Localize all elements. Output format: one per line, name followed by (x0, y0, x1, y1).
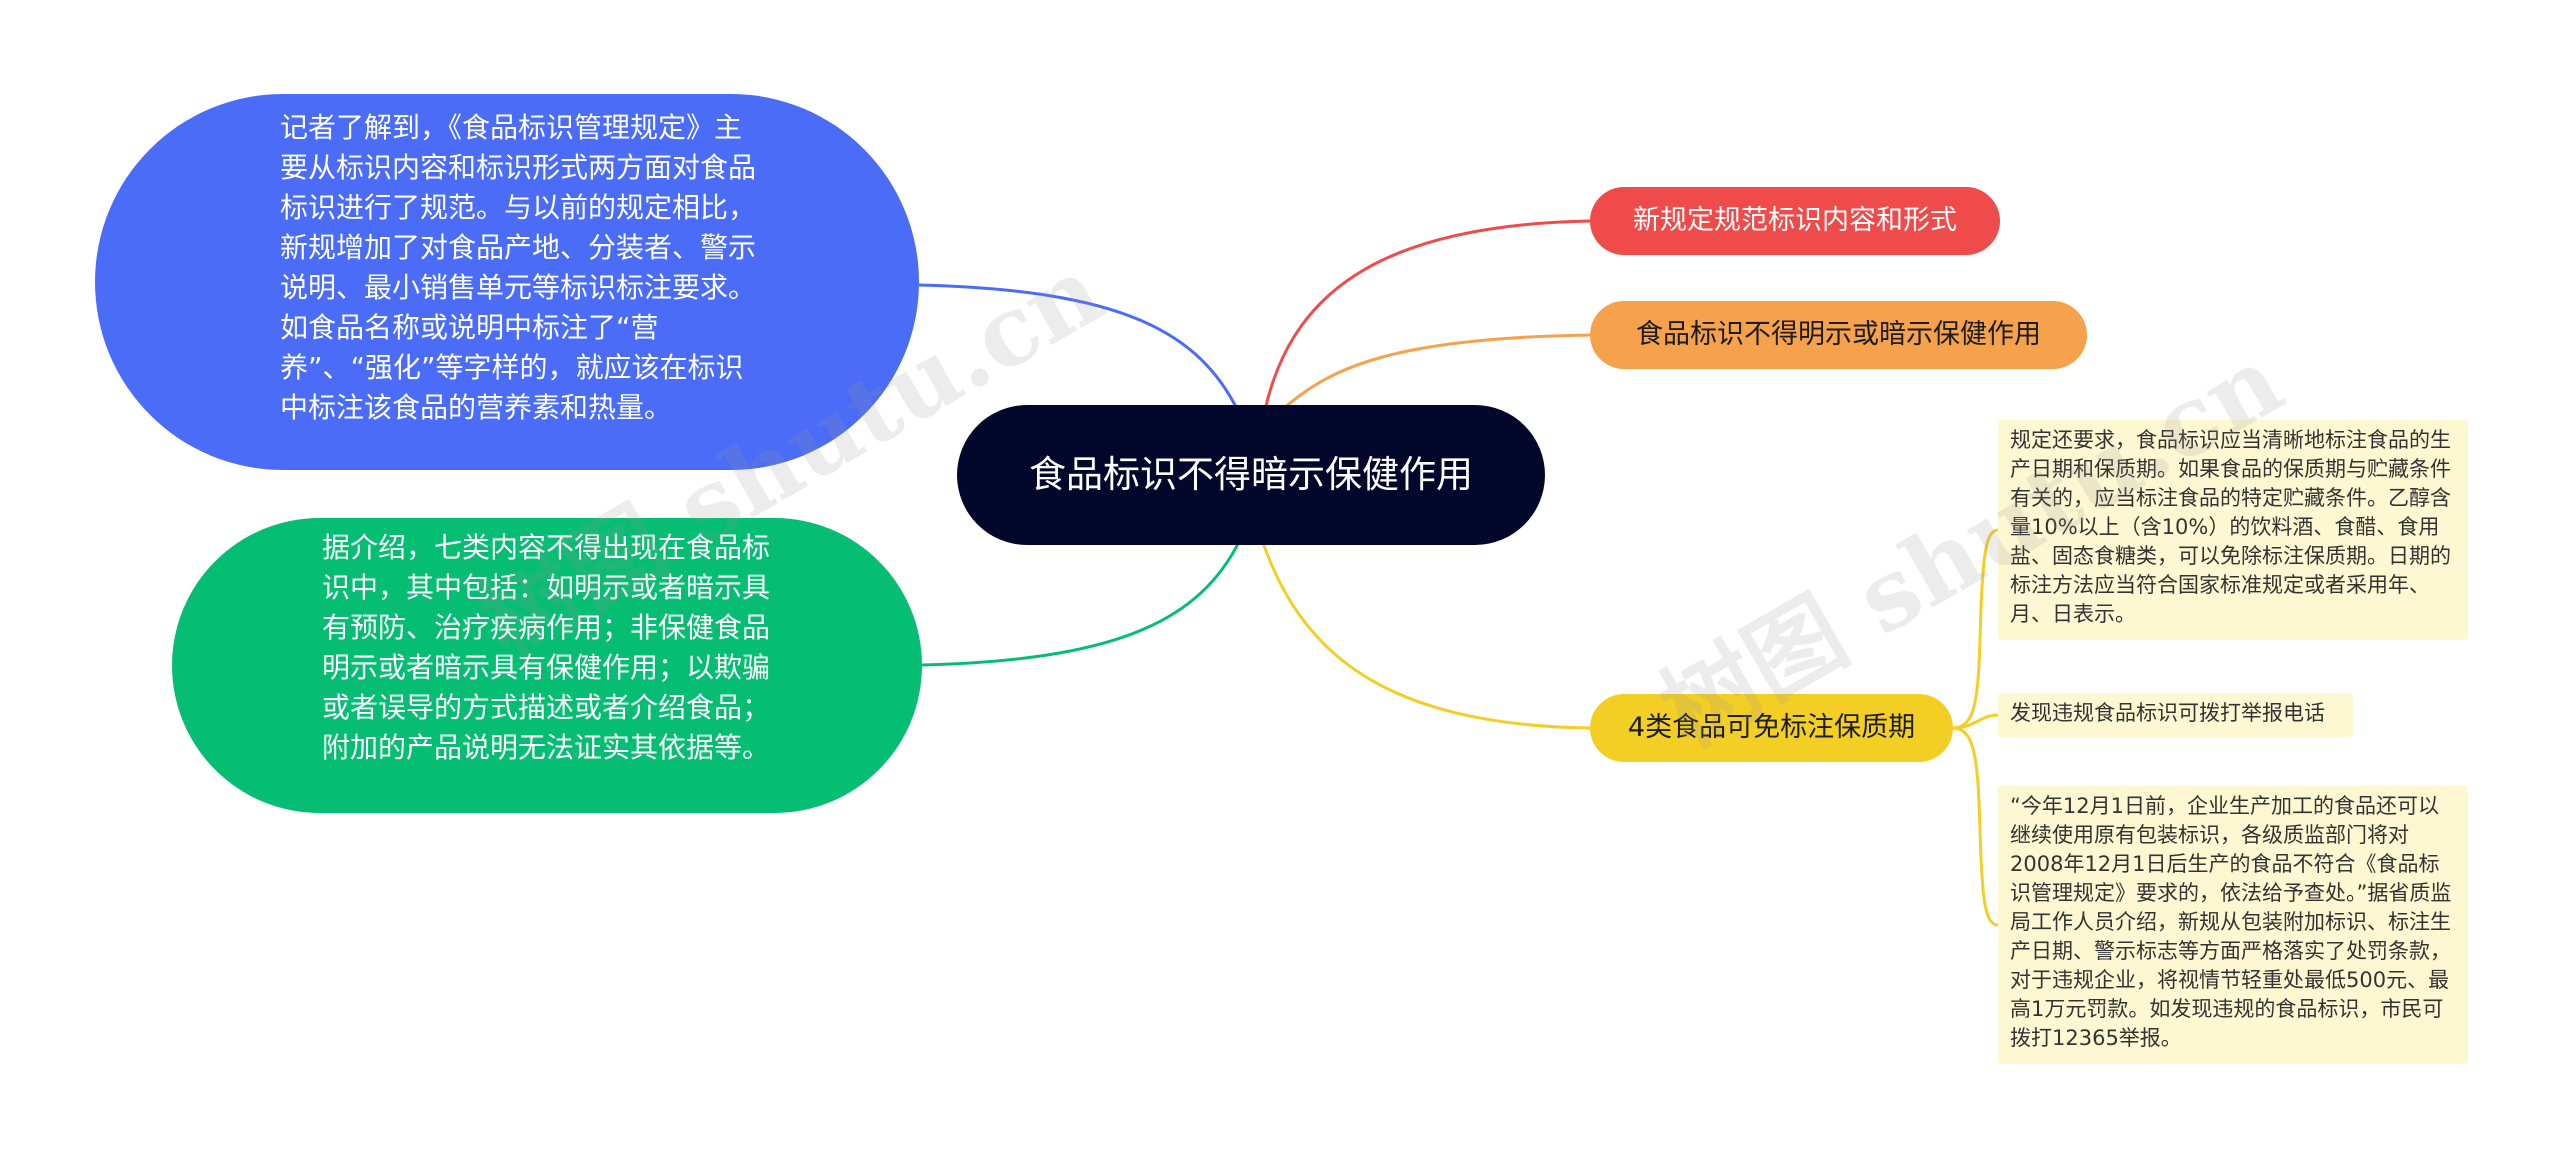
branch-yellow[interactable]: 4类食品可免标注保质期 (1590, 694, 1953, 762)
central-topic[interactable]: 食品标识不得暗示保健作用 (957, 405, 1545, 545)
note-1-text: 规定还要求，食品标识应当清晰地标注食品的生产日期和保质期。如果食品的保质期与贮藏… (2010, 428, 2451, 626)
left-branch-green-text: 据介绍，七类内容不得出现在食品标识中，其中包括：如明示或者暗示具有预防、治疗疾病… (322, 531, 771, 764)
edge-to-yellow (1260, 539, 1591, 730)
yellow-child-note-2[interactable]: 发现违规食品标识可拨打举报电话 (1998, 693, 2353, 737)
edge-to-green (921, 539, 1242, 667)
note-2-text: 发现违规食品标识可拨打举报电话 (2010, 701, 2325, 725)
branch-yellow-label: 4类食品可免标注保质期 (1627, 712, 1916, 743)
branch-red[interactable]: 新规定规范标识内容和形式 (1590, 187, 2000, 255)
left-branch-blue[interactable]: 记者了解到，《食品标识管理规定》主要从标识内容和标识形式两方面对食品标识进行了规… (95, 94, 919, 470)
yellow-child-note-3[interactable]: “今年12月1日前，企业生产加工的食品还可以继续使用原有包装标识，各级质监部门将… (1998, 786, 2468, 1064)
yellow-child-note-1[interactable]: 规定还要求，食品标识应当清晰地标注食品的生产日期和保质期。如果食品的保质期与贮藏… (1998, 420, 2468, 640)
edge-to-orange (1278, 333, 1591, 414)
branch-red-label: 新规定规范标识内容和形式 (1633, 205, 1957, 236)
branch-orange-label: 食品标识不得明示或暗示保健作用 (1636, 319, 2041, 350)
edge-yellow-note2 (1952, 713, 1999, 730)
edge-to-blue (918, 283, 1242, 416)
left-branch-green[interactable]: 据介绍，七类内容不得出现在食品标识中，其中包括：如明示或者暗示具有预防、治疗疾病… (172, 518, 922, 813)
note-3-text: “今年12月1日前，企业生产加工的食品还可以继续使用原有包装标识，各级质监部门将… (2010, 794, 2452, 1050)
branch-orange[interactable]: 食品标识不得明示或暗示保健作用 (1590, 301, 2087, 369)
edge-to-red (1263, 219, 1591, 411)
edge-yellow-note1 (1952, 528, 1999, 730)
left-branch-blue-text: 记者了解到，《食品标识管理规定》主要从标识内容和标识形式两方面对食品标识进行了规… (280, 111, 757, 424)
edge-yellow-note3 (1952, 726, 1999, 927)
central-topic-label: 食品标识不得暗示保健作用 (1029, 453, 1473, 496)
